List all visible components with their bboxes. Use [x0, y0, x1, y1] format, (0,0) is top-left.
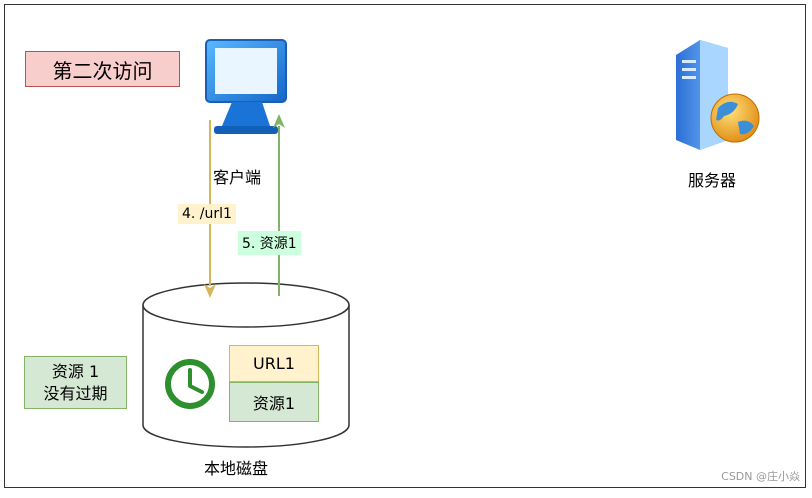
expiry-status-box: 资源 1 没有过期 — [24, 356, 127, 409]
status-line-2: 没有过期 — [43, 383, 108, 403]
diagram-frame — [4, 4, 806, 488]
server-label: 服务器 — [688, 171, 737, 190]
clock-icon — [165, 359, 215, 409]
request-label: 4. /url1 — [178, 204, 236, 224]
monitor-icon — [205, 39, 287, 134]
disk-label: 本地磁盘 — [204, 459, 269, 478]
watermark: CSDN @庄小焱 — [721, 470, 800, 483]
status-line-1: 资源 1 — [51, 361, 100, 381]
client-label: 客户端 — [213, 168, 262, 187]
page-title: 第二次访问 — [25, 51, 180, 87]
response-label: 5. 资源1 — [238, 231, 301, 255]
cache-key-cell: URL1 — [229, 345, 319, 382]
cache-value-cell: 资源1 — [229, 382, 319, 422]
request-arrow — [204, 120, 216, 298]
response-arrow — [273, 114, 285, 296]
server-globe-icon — [676, 40, 760, 150]
